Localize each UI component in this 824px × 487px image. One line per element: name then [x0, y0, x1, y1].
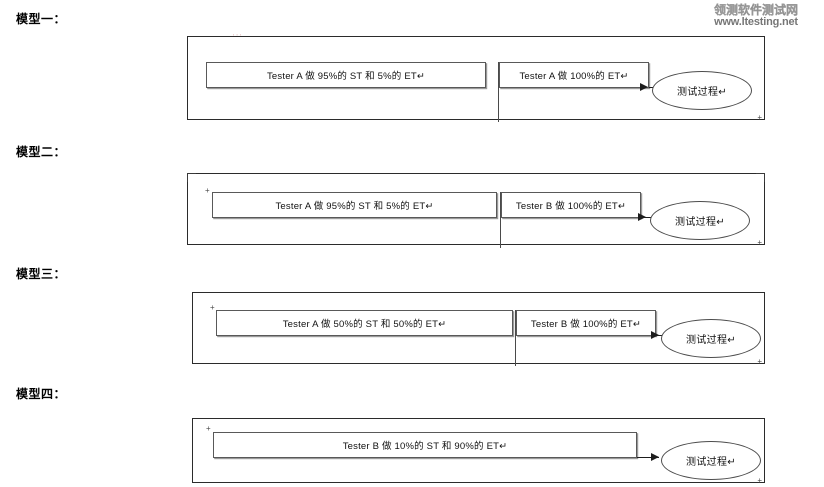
- process-ellipse-1[interactable]: 测试过程↵: [652, 71, 752, 110]
- process-ellipse-2[interactable]: 测试过程↵: [650, 201, 750, 240]
- process-box-1-1[interactable]: Tester A 做 95%的 ST 和 5%的 ET↵: [206, 62, 486, 88]
- process-ellipse-3-label: 测试过程↵: [686, 335, 736, 346]
- process-box-2-1[interactable]: Tester A 做 95%的 ST 和 5%的 ET↵: [212, 192, 497, 218]
- object-anchor-3: +: [210, 303, 215, 312]
- process-box-1-2-label: Tester A 做 100%的 ET↵: [519, 71, 629, 82]
- process-box-2-2[interactable]: Tester B 做 100%的 ET↵: [501, 192, 641, 218]
- process-box-2-1-label: Tester A 做 95%的 ST 和 5%的 ET↵: [275, 201, 434, 212]
- process-box-3-2-label: Tester B 做 100%的 ET↵: [530, 319, 642, 330]
- process-box-2-2-label: Tester B 做 100%的 ET↵: [515, 201, 627, 212]
- process-box-1-2[interactable]: Tester A 做 100%的 ET↵: [499, 62, 649, 88]
- model-label-1: 模型一：: [16, 12, 67, 26]
- flow-arrow-line-4: [637, 457, 659, 459]
- model-label-2: 模型二：: [16, 145, 67, 159]
- diagram-canvas-4: + Tester B 做 10%的 ST 和 90%的 ET↵ 测试过程↵ +: [192, 418, 765, 485]
- process-ellipse-1-label: 测试过程↵: [677, 87, 727, 98]
- canvas-handle-top-right-2[interactable]: [756, 173, 765, 182]
- canvas-anchor-1: +: [757, 113, 762, 122]
- canvas-anchor-2: +: [757, 238, 762, 247]
- process-box-4-1-label: Tester B 做 10%的 ST 和 90%的 ET↵: [342, 441, 508, 452]
- object-anchor-2: +: [205, 186, 210, 195]
- process-ellipse-4-label: 测试过程↵: [686, 457, 736, 468]
- process-box-3-1-label: Tester A 做 50%的 ST 和 50%的 ET↵: [282, 319, 447, 330]
- process-box-4-1[interactable]: Tester B 做 10%的 ST 和 90%的 ET↵: [213, 432, 637, 458]
- process-box-3-1[interactable]: Tester A 做 50%的 ST 和 50%的 ET↵: [216, 310, 513, 336]
- canvas-anchor-4: +: [757, 476, 762, 485]
- canvas-handle-top-left-2[interactable]: [187, 173, 196, 182]
- model-label-3: 模型三：: [16, 267, 67, 281]
- diagram-canvas-3: + Tester A 做 50%的 ST 和 50%的 ET↵ Tester B…: [192, 292, 765, 366]
- flow-arrow-head-2: [638, 213, 646, 221]
- diagram-canvas-1: ''' Tester A 做 95%的 ST 和 5%的 ET↵ Tester …: [187, 34, 765, 122]
- diagram-canvas-2: + Tester A 做 95%的 ST 和 5%的 ET↵ Tester B …: [187, 173, 765, 248]
- process-ellipse-4[interactable]: 测试过程↵: [661, 441, 761, 480]
- process-ellipse-2-label: 测试过程↵: [675, 217, 725, 228]
- stage-divider-1: [498, 62, 499, 122]
- object-anchor-4: +: [206, 424, 211, 433]
- flow-arrow-head-3: [651, 331, 659, 339]
- flow-arrow-head-4: [651, 453, 659, 461]
- canvas-anchor-3: +: [757, 357, 762, 366]
- smudge-artifact: ''': [233, 34, 244, 41]
- watermark-cn-text: 领测软件测试网: [713, 3, 798, 17]
- stage-divider-2: [500, 192, 501, 248]
- site-watermark: 领测软件测试网 www.ltesting.net: [696, 4, 816, 28]
- watermark-url-text: www.ltesting.net: [714, 16, 798, 28]
- model-label-4: 模型四：: [16, 387, 67, 401]
- flow-arrow-head-1: [640, 83, 648, 91]
- stage-divider-3: [515, 310, 516, 366]
- process-box-3-2[interactable]: Tester B 做 100%的 ET↵: [516, 310, 656, 336]
- process-box-1-1-label: Tester A 做 95%的 ST 和 5%的 ET↵: [266, 71, 426, 82]
- process-ellipse-3[interactable]: 测试过程↵: [661, 319, 761, 358]
